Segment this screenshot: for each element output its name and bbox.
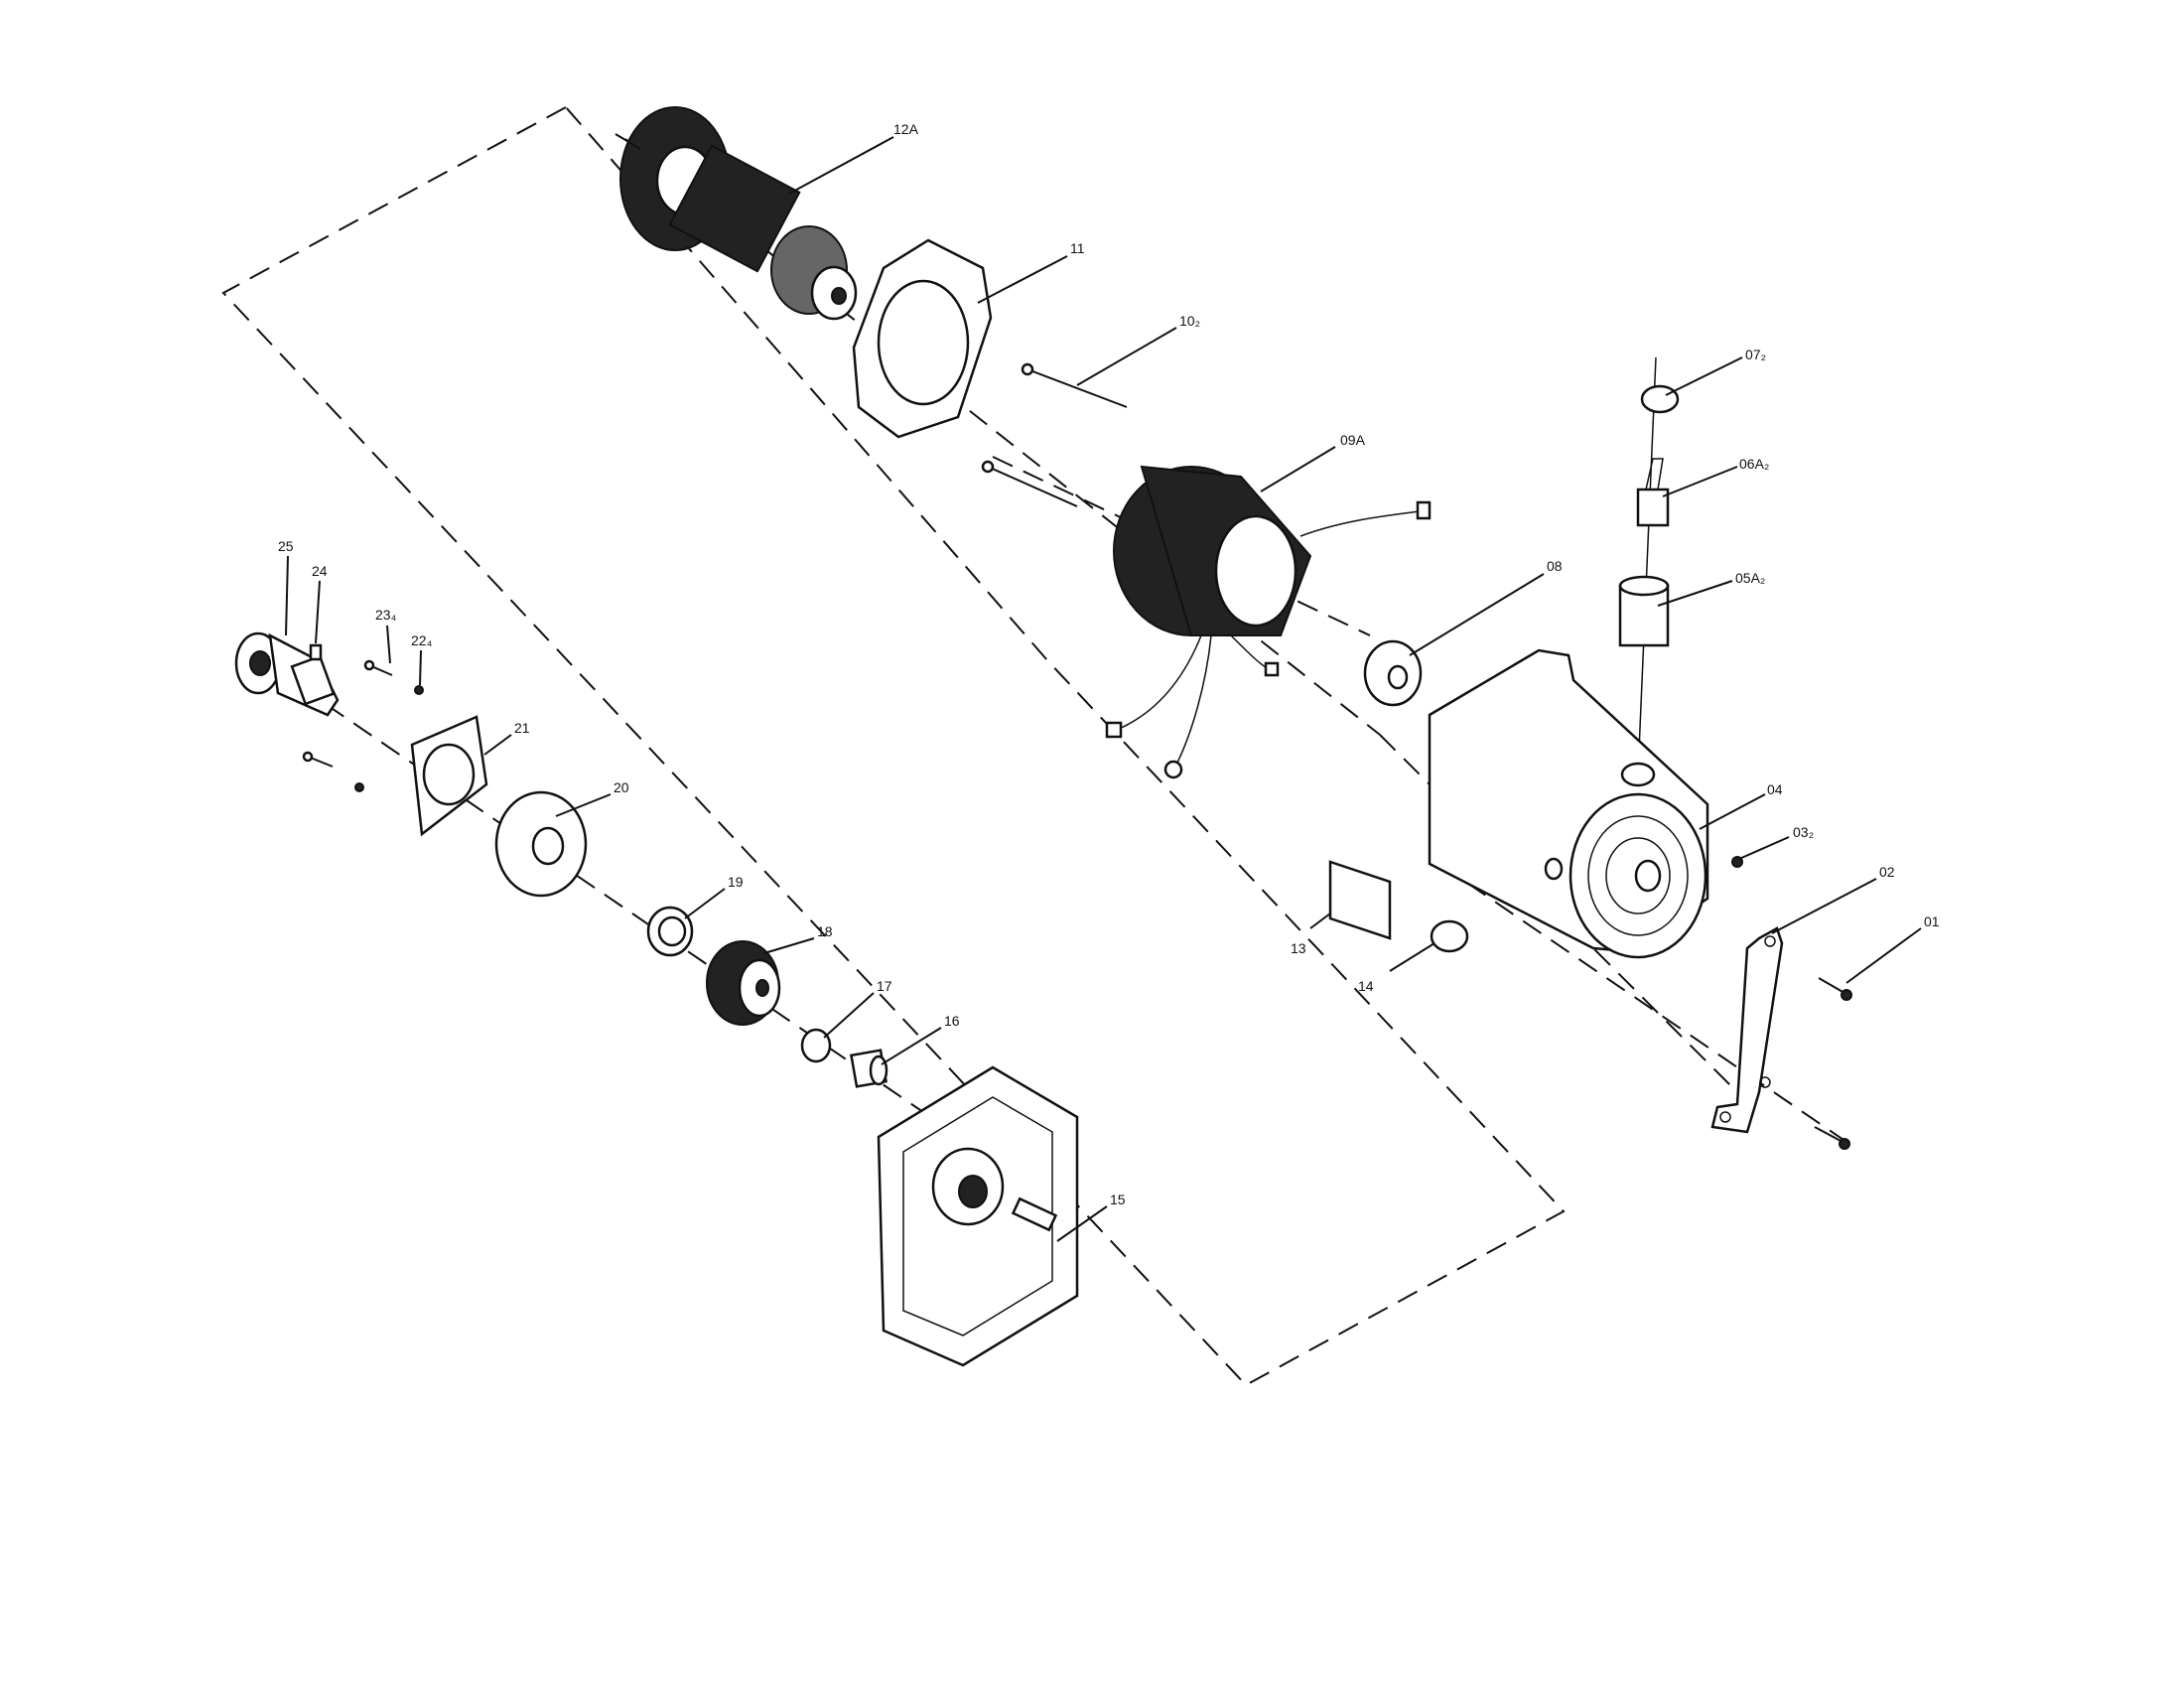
screws-01-part [1814,977,1852,1150]
gear-18-part [706,940,781,1026]
snap-ring-17-part [800,1028,832,1063]
label-12A: 12A [893,121,919,137]
label-24: 24 [312,563,328,579]
label-plate-part [1328,860,1392,940]
label-16: 16 [944,1013,960,1029]
screws-23-part [302,659,393,768]
bracket-02-part [1710,926,1784,1134]
flange-plate-part [410,715,488,837]
label-04: 04 [1767,781,1783,797]
carbon-brush-part [1636,458,1670,527]
label-25: 25 [278,538,294,554]
washers-22-part [354,685,424,792]
brush-holder-part [1618,575,1670,647]
ring-19-part [646,906,694,957]
nut-14-part [1430,919,1469,953]
motor-housing-part [1428,648,1709,959]
label-09A: 09A [1340,432,1366,448]
bearing-20-part [494,790,588,898]
field-coil-part [1105,465,1432,779]
label-18: 18 [817,923,833,939]
label-22: 22₄ [411,632,433,648]
label-06A: 06A₂ [1739,456,1769,472]
key-24-part [309,643,323,661]
label-17: 17 [877,978,892,994]
long-bolts-part [981,362,1128,507]
bushing-16-part [850,1049,888,1088]
label-08: 08 [1547,558,1563,574]
label-13: 13 [1291,940,1306,956]
label-05A: 05A₂ [1735,570,1765,586]
label-21: 21 [514,720,530,736]
label-23: 23₄ [375,607,397,623]
label-19: 19 [728,874,744,890]
output-shaft-part [234,632,340,717]
gear-housing-part [877,1065,1079,1367]
armature-part [614,106,858,321]
assembly-boundary [221,106,1566,1387]
label-20: 20 [614,779,629,795]
label-07: 07₂ [1745,347,1766,362]
label-11: 11 [1070,240,1085,256]
label-10: 10₂ [1179,313,1200,329]
label-02: 02 [1879,864,1895,880]
leader-lines [285,136,1922,1242]
upper-axis-line [624,138,1381,736]
bearing-08-part [1363,639,1423,707]
lower-axis-line [297,684,924,1113]
bolt-axis-line-2 [1438,863,1847,1143]
label-14: 14 [1358,978,1374,994]
brush-plate-part [852,238,993,439]
label-01: 01 [1924,913,1940,929]
label-15: 15 [1110,1192,1126,1207]
brush-axis-line [1637,356,1657,775]
brush-cap-part [1640,384,1680,414]
label-03: 03₂ [1793,824,1814,840]
